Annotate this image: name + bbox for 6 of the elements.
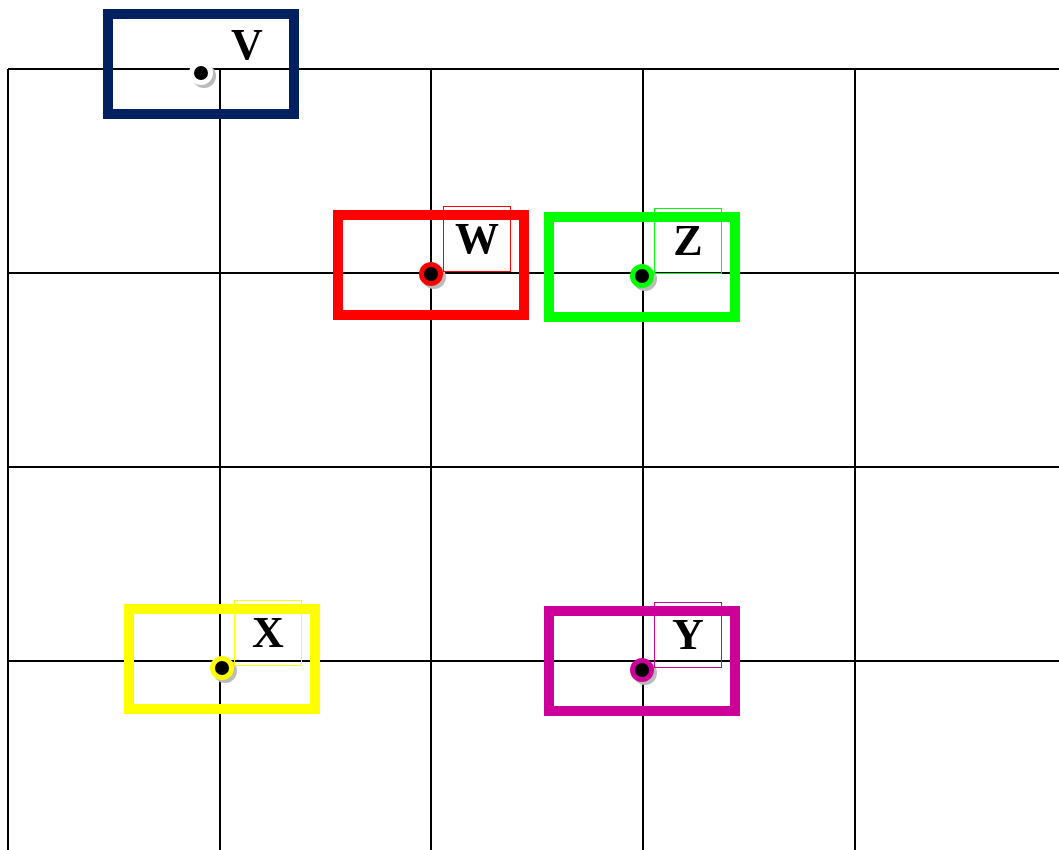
location-letter: Z [654, 208, 722, 274]
location-letter: V [230, 19, 264, 71]
location-box [103, 9, 299, 119]
location-letter: Y [654, 602, 722, 668]
location-letter: X [234, 600, 302, 666]
location-letter: W [443, 206, 511, 272]
